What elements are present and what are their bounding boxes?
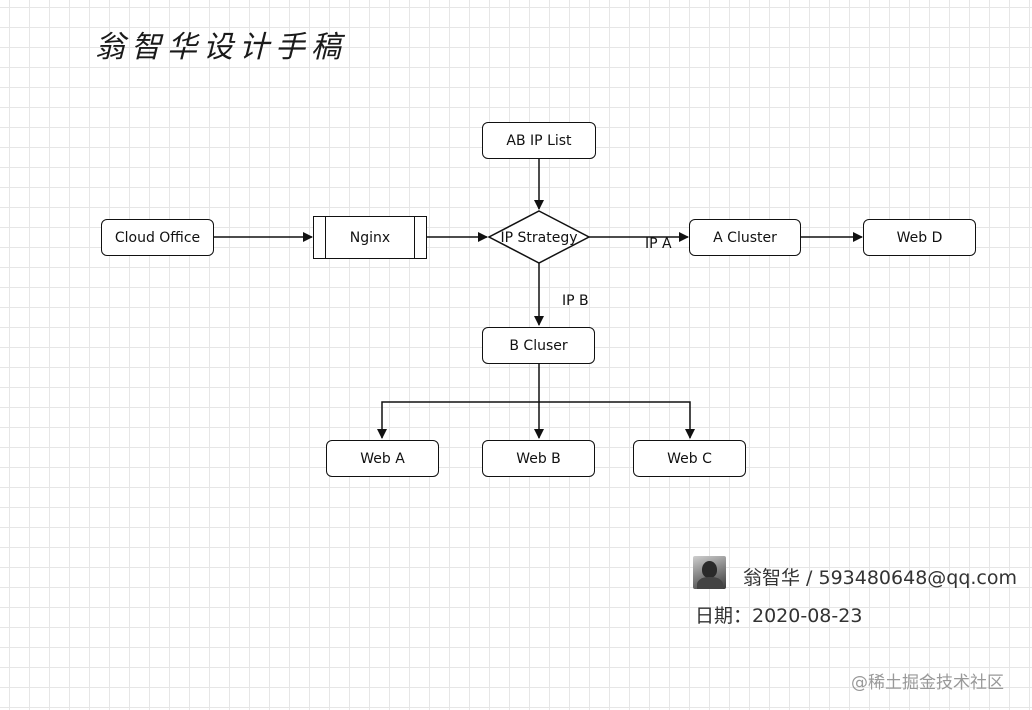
node-web-c[interactable]: Web C: [633, 440, 746, 477]
watermark: @稀土掘金技术社区: [851, 673, 1004, 693]
node-web-b[interactable]: Web B: [482, 440, 595, 477]
node-b-cluser[interactable]: B Cluser: [482, 327, 595, 364]
author-info: 翁智华 / 593480648@qq.com: [743, 567, 1018, 589]
node-web-a[interactable]: Web A: [326, 440, 439, 477]
edge-bcluser-to-weba: [377, 364, 540, 439]
edge-bcluser-to-webc: [539, 401, 695, 439]
node-nginx-label: Nginx: [349, 229, 391, 246]
node-web-d[interactable]: Web D: [863, 219, 976, 256]
node-a-cluster[interactable]: A Cluster: [689, 219, 801, 256]
author-avatar: [693, 556, 726, 589]
node-nginx[interactable]: Nginx: [313, 216, 427, 259]
edge-label-ip-b: IP B: [562, 293, 589, 309]
node-cloud-office[interactable]: Cloud Office: [101, 219, 214, 256]
handwritten-title: 翁智华设计手稿: [95, 30, 347, 65]
node-ab-ip-list[interactable]: AB IP List: [482, 122, 596, 159]
node-ip-strategy-label[interactable]: IP Strategy: [500, 229, 578, 246]
date-text: 日期：2020-08-23: [695, 605, 863, 627]
edge-label-ip-a: IP A: [645, 236, 672, 252]
